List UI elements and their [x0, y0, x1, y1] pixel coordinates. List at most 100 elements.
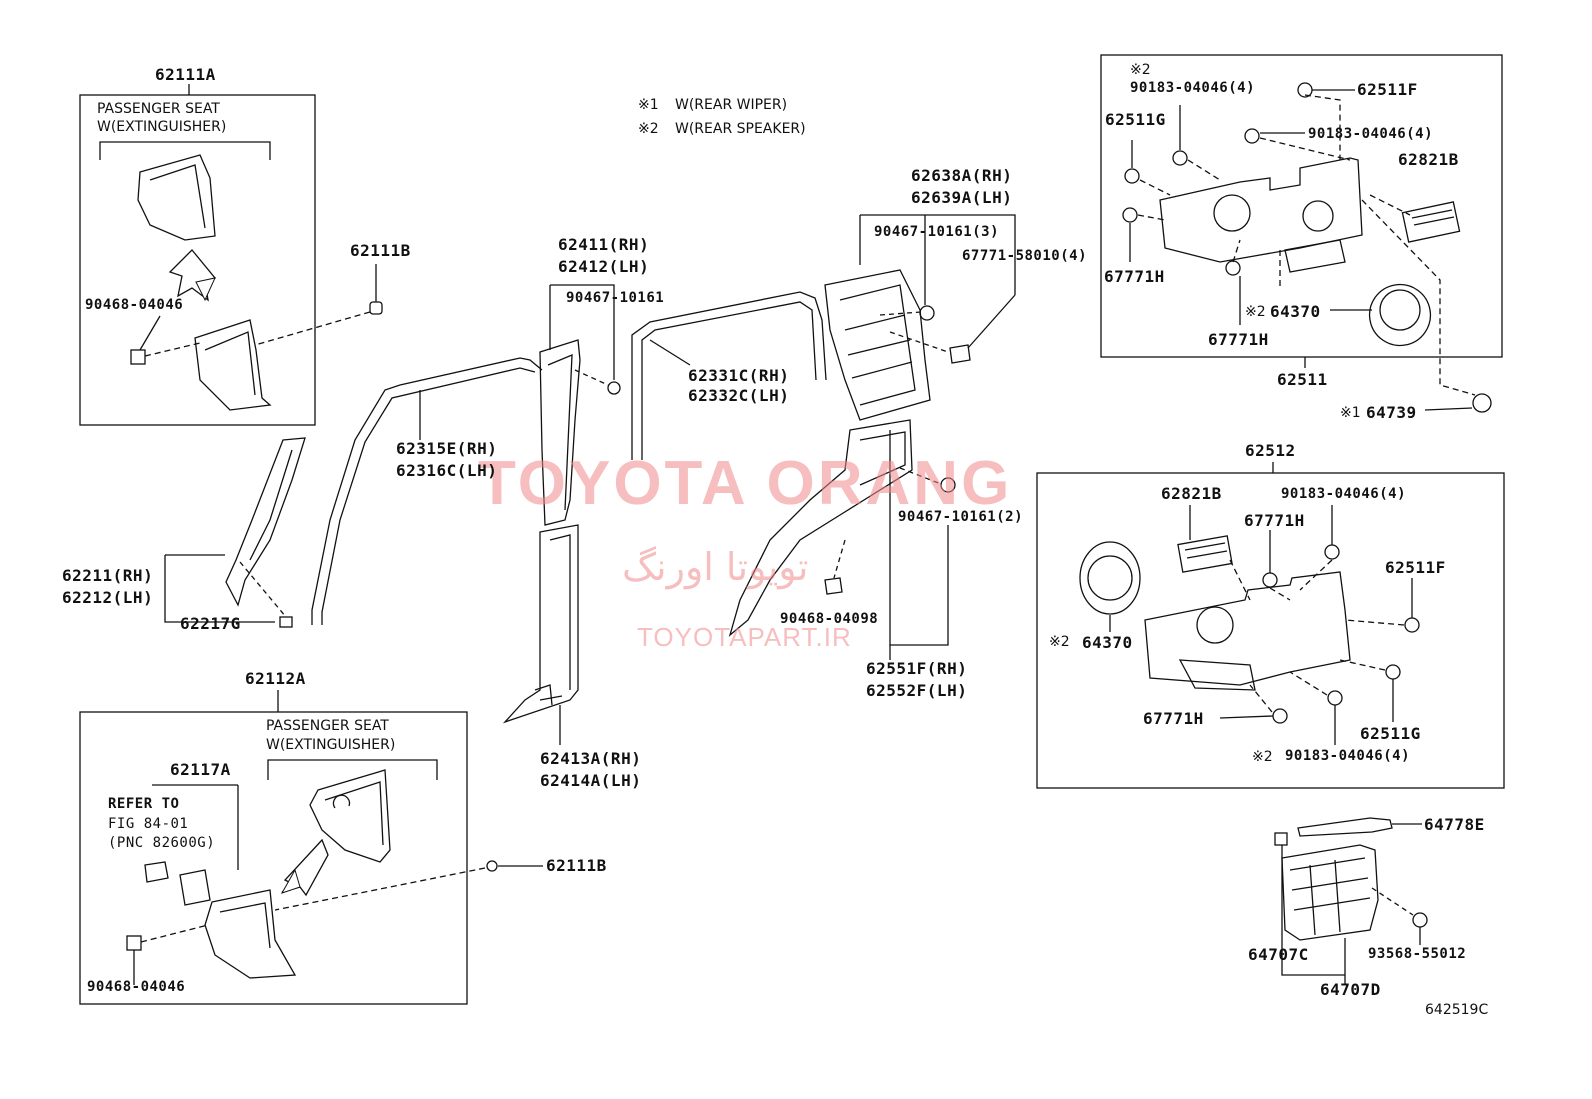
grille-62821B-a	[1401, 201, 1461, 243]
refer-line-1: REFER TO	[108, 796, 180, 812]
clip-90468-a	[130, 349, 146, 365]
b4-part-62511F: 62511F	[1385, 558, 1446, 577]
box-title-62511: 62511	[1277, 370, 1328, 389]
watermark-url: TOYOTAPART.IR	[637, 622, 852, 652]
seat-side-panel-lower-b	[204, 889, 297, 979]
b3-part-62511F: 62511F	[1357, 80, 1418, 99]
clip-90183-c	[1324, 544, 1340, 560]
speaker-cover-64370-a	[1368, 283, 1432, 347]
part-67771-58010: 67771-58010(4)	[962, 248, 1088, 264]
clip-64707C	[1274, 832, 1288, 846]
box-62112A	[79, 711, 468, 1005]
part-62111B-b: 62111B	[546, 856, 607, 875]
part-90467-10161-2: 90467-10161(2)	[898, 509, 1024, 525]
b3-part-67771H-b: 67771H	[1208, 330, 1269, 349]
part-62413A: 62413A(RH)	[540, 749, 642, 768]
part-62332C: 62332C(LH)	[688, 386, 790, 405]
part-90467-10161: 90467-10161	[566, 290, 665, 306]
speaker-panel-62511	[1159, 157, 1363, 263]
clip-90467-10161-3	[919, 305, 935, 321]
clip-90183-b	[1172, 150, 1188, 166]
b3-note-symbol-b: ※2	[1245, 304, 1266, 320]
box-title-62111A: 62111A	[155, 65, 216, 84]
b3-part-67771H-a: 67771H	[1104, 267, 1165, 286]
b3-part-90183-a: 90183-04046(4)	[1130, 80, 1256, 96]
clip-67771H-b1	[1262, 572, 1278, 588]
part-62211: 62211(RH)	[62, 566, 154, 585]
note-1-text: W(REAR WIPER)	[675, 97, 788, 113]
clip-62217G	[279, 616, 293, 628]
clip-62511G-b	[1385, 664, 1401, 680]
part-62551F: 62551F(RH)	[866, 659, 968, 678]
box-62111A	[79, 94, 316, 426]
pillar-trim-62211	[225, 437, 306, 607]
box2-caption-2: W(EXTINGUISHER)	[266, 737, 396, 753]
part-64778E: 64778E	[1424, 815, 1485, 834]
b4-note-symbol-b: ※2	[1252, 749, 1273, 765]
part-62331C: 62331C(RH)	[688, 366, 790, 385]
part-62412: 62412(LH)	[558, 257, 650, 276]
part-62639A: 62639A(LH)	[911, 188, 1013, 207]
b3-part-90183-b: 90183-04046(4)	[1308, 126, 1434, 142]
clip-62111B-a	[369, 301, 383, 315]
clip-62111B-b	[486, 860, 498, 872]
part-62638A: 62638A(RH)	[911, 166, 1013, 185]
cover-64778E	[1297, 817, 1393, 837]
b4-part-67771H-b: 67771H	[1143, 709, 1204, 728]
b4-part-62821B: 62821B	[1161, 484, 1222, 503]
part-62212: 62212(LH)	[62, 588, 154, 607]
clip-64739	[1472, 393, 1492, 413]
b4-part-90183-a: 90183-04046(4)	[1281, 486, 1407, 502]
refer-line-3: (PNC 82600G)	[108, 835, 216, 851]
clip-67771H-a1	[1122, 207, 1138, 223]
part-62117A: 62117A	[170, 760, 231, 779]
seat-side-panel-upper-b	[309, 769, 391, 863]
clip-90467-10161-2	[940, 477, 956, 493]
part-62217G: 62217G	[180, 614, 241, 633]
seat-side-panel-lower	[194, 319, 272, 411]
clip-67771H-a2	[1225, 260, 1241, 276]
b4-part-67771H-a: 67771H	[1244, 511, 1305, 530]
quarter-trim-62638A	[824, 269, 931, 421]
clip-90468-b	[126, 935, 142, 951]
weatherstrip-62331C	[631, 291, 827, 460]
part-90468-04046-a: 90468-04046	[85, 297, 184, 313]
cover-62117A	[179, 869, 211, 906]
part-64707C: 64707C	[1248, 945, 1309, 964]
clip-62511F-b	[1404, 617, 1420, 633]
part-90467-10161-3: 90467-10161(3)	[874, 224, 1000, 240]
box-title-62112A: 62112A	[245, 669, 306, 688]
part-64739: 64739	[1366, 403, 1417, 422]
part-62111B-a: 62111B	[350, 241, 411, 260]
watermark-farsi: تویوتا اورنگ	[622, 545, 809, 589]
seat-side-panel-upper	[137, 154, 216, 241]
b3-note-symbol-a: ※2	[1130, 62, 1151, 78]
b3-part-62511G: 62511G	[1105, 110, 1166, 129]
box-title-62512: 62512	[1245, 441, 1296, 460]
weatherstrip-62315E	[311, 357, 543, 625]
part-90468-04046-b: 90468-04046	[87, 979, 186, 995]
pillar-trim-62411	[539, 339, 581, 526]
box1-caption-2: W(EXTINGUISHER)	[97, 119, 227, 135]
clip-67771-58010	[949, 344, 971, 364]
b3-part-62821B: 62821B	[1398, 150, 1459, 169]
ref-part-82600G	[144, 861, 169, 883]
b4-part-64370: 64370	[1082, 633, 1133, 652]
part-62552F: 62552F(LH)	[866, 681, 968, 700]
part-64707D: 64707D	[1320, 980, 1381, 999]
clip-62511F-a	[1297, 82, 1313, 98]
note-2-text: W(REAR SPEAKER)	[675, 121, 806, 137]
clip-62511G-a	[1124, 168, 1140, 184]
watermark-main: TOYOTA ORANG	[478, 449, 1013, 518]
part-90468-04098: 90468-04098	[780, 611, 879, 627]
box-64707C	[1281, 844, 1379, 941]
b4-part-62511G: 62511G	[1360, 724, 1421, 743]
grille-62821B-b	[1177, 535, 1233, 573]
box2-caption-1: PASSENGER SEAT	[266, 718, 389, 734]
b4-part-90183-b: 90183-04046(4)	[1285, 748, 1411, 764]
speaker-panel-62512	[1144, 571, 1351, 686]
box1-caption-1: PASSENGER SEAT	[97, 101, 220, 117]
part-93568-55012: 93568-55012	[1368, 946, 1467, 962]
part-62316C: 62316C(LH)	[396, 461, 498, 480]
